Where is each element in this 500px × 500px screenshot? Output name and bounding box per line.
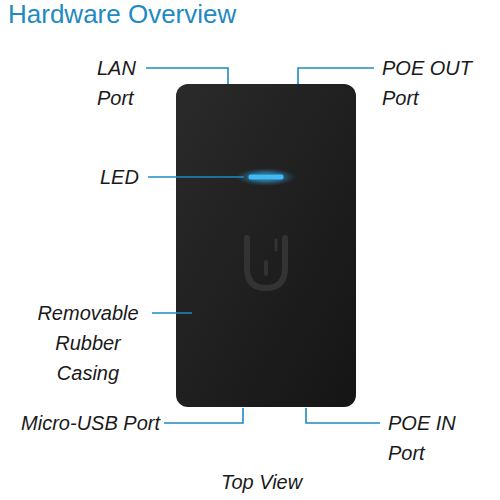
poe-in-leader <box>306 408 380 423</box>
lan-leader <box>146 68 228 84</box>
ubiquiti-logo <box>247 238 285 288</box>
casing-leader <box>152 312 192 314</box>
part-label: LED <box>100 162 144 192</box>
part-label: LAN Port <box>97 53 153 113</box>
led-leader <box>148 176 244 178</box>
poe-adapter-body <box>176 84 356 407</box>
led-glow <box>236 168 296 186</box>
heading: Hardware Overview <box>8 0 236 29</box>
micro-usb-leader <box>164 408 243 423</box>
view-caption: Top View <box>221 467 302 497</box>
part-label: Micro-USB Port <box>21 408 160 438</box>
leader-lines <box>146 68 380 423</box>
part-label: POE IN Port <box>388 408 468 468</box>
part-label: POE OUT Port <box>382 53 482 113</box>
led-light <box>248 174 284 180</box>
part-label: Removable Rubber Casing <box>28 298 148 388</box>
poe-out-leader <box>298 68 374 84</box>
